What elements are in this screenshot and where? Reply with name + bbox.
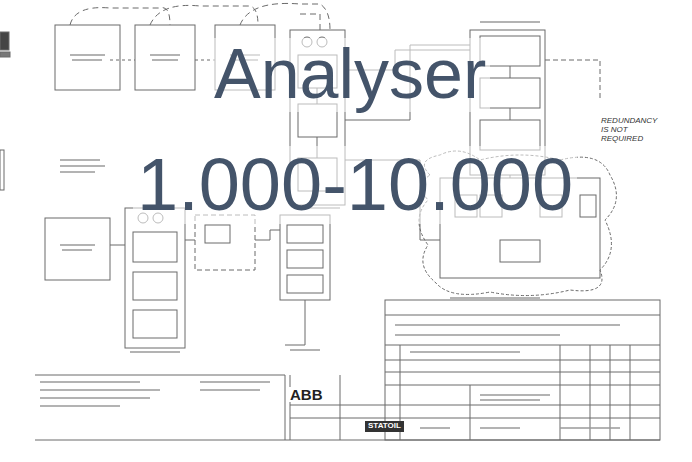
handwritten-note: REDUNDANCY IS NOT REQUIRED [601, 116, 659, 144]
client-logo: STATOIL [365, 421, 404, 432]
company-logo: ABB [289, 387, 324, 402]
watermark-range: 1.000-10.000 [133, 146, 577, 224]
watermark-title: Analyser [210, 38, 490, 112]
